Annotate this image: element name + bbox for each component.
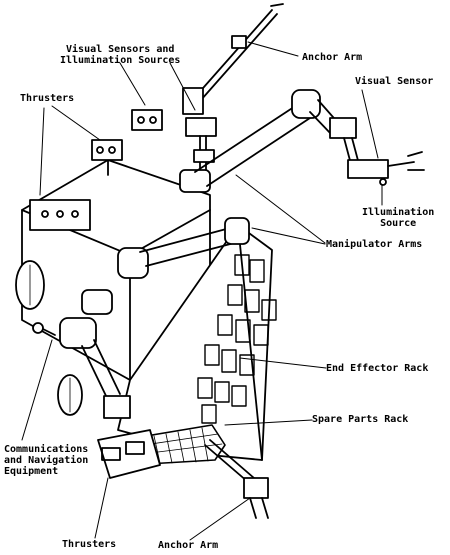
spare-parts-rack-label: Spare Parts Rack (312, 414, 409, 425)
illumination-source-line1: Illumination (362, 207, 435, 218)
manipulator-arms-label: Manipulator Arms (326, 239, 423, 250)
sensor-mast (185, 117, 217, 176)
comms-nav-line2: and Navigation (4, 455, 89, 466)
anchor-arm-top (182, 3, 284, 115)
top-thrusters (29, 109, 163, 231)
bottom-thrusters (97, 429, 161, 479)
thrusters-top-label: Thrusters (20, 93, 75, 104)
thrusters-bottom-label: Thrusters (62, 539, 117, 550)
comms-nav-label: Communications and Navigation Equipment (4, 444, 88, 477)
upper-manipulator-arm (179, 89, 425, 193)
comm-antennas (15, 260, 83, 416)
end-effector-rack-label: End Effector Rack (326, 363, 429, 374)
end-effector-rack (197, 254, 277, 424)
anchor-arm-top-label: Anchor Arm (302, 52, 363, 63)
visual-sensors-line2: Illumination Sources (60, 55, 181, 66)
illumination-source-line2: Source (380, 218, 417, 229)
anchor-arm-bottom (204, 439, 269, 519)
leader-lines (21, 41, 383, 541)
left-anchor-arm (59, 289, 131, 419)
illumination-source-label: Illumination Source (362, 207, 434, 229)
visual-sensor-label: Visual Sensor (355, 76, 434, 87)
visual-sensors-label: Visual Sensors and Illumination Sources (60, 44, 180, 66)
anchor-arm-bottom-label: Anchor Arm (158, 540, 219, 551)
comms-nav-line3: Equipment (4, 466, 59, 477)
visual-sensors-line1: Visual Sensors and (66, 44, 175, 55)
lower-manipulator-arm (117, 217, 250, 279)
comms-nav-line1: Communications (4, 444, 89, 455)
